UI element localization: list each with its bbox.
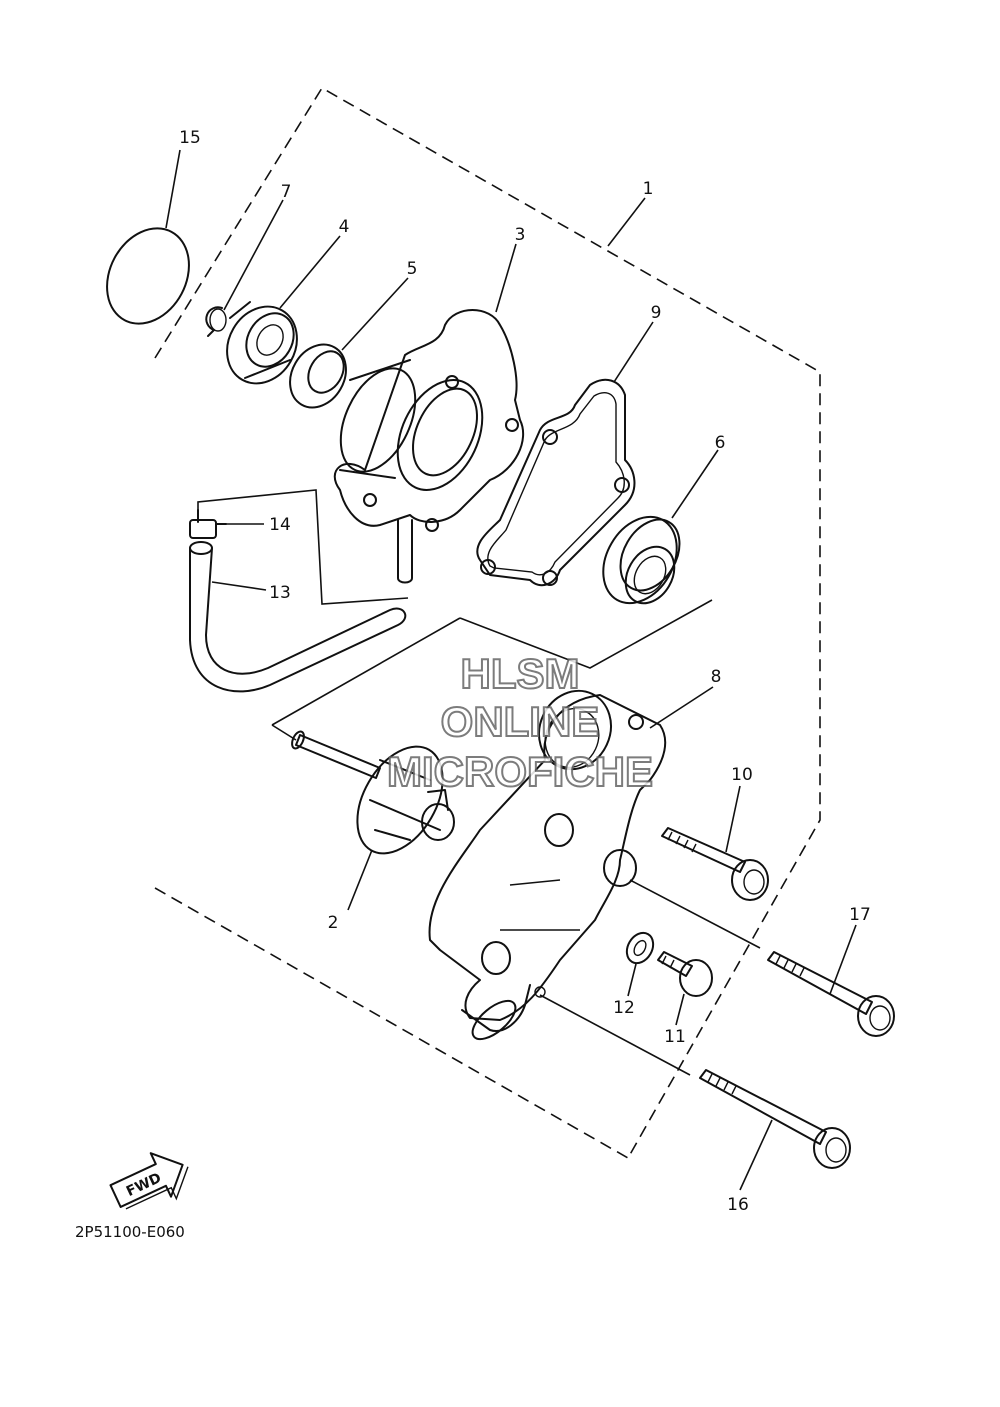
callout-8: 8 <box>711 667 722 687</box>
oil-seal-5 <box>289 343 347 409</box>
watermark-line-2: ONLINE <box>441 698 600 745</box>
bolt-11 <box>657 951 713 997</box>
watermark-line-3: MICROFICHE <box>387 748 653 795</box>
callout-11: 11 <box>664 1027 686 1047</box>
bolt-16 <box>699 1069 851 1169</box>
watermark-line-1: HLSM <box>461 650 580 697</box>
callout-17: 17 <box>849 905 871 925</box>
callout-10: 10 <box>731 765 753 785</box>
gasket-9 <box>476 378 636 587</box>
impeller-shaft-2 <box>291 730 455 855</box>
callout-13: 13 <box>269 583 291 603</box>
callout-leaders <box>165 149 857 1191</box>
callout-3: 3 <box>515 225 526 245</box>
washer-12 <box>625 931 655 965</box>
callout-2: 2 <box>328 913 339 933</box>
callout-4: 4 <box>339 217 350 237</box>
housing-cover-3 <box>333 309 525 584</box>
hose-13 <box>189 541 407 693</box>
callout-9: 9 <box>651 303 662 323</box>
circlip-7 <box>205 306 227 337</box>
clamp-14 <box>189 509 227 539</box>
o-ring-15 <box>106 227 190 325</box>
callout-16: 16 <box>727 1195 749 1215</box>
assembly-boundary <box>154 86 821 1159</box>
callout-12: 12 <box>613 998 635 1018</box>
bolt-17 <box>767 951 895 1037</box>
bearing-6 <box>602 515 681 605</box>
watermark: HLSM ONLINE MICROFICHE <box>386 649 654 796</box>
bolt-10 <box>661 827 769 901</box>
callout-14: 14 <box>269 515 291 535</box>
bearing-4 <box>226 301 298 385</box>
housing-body-8 <box>428 689 667 1041</box>
diagram-code: 2P51100-E060 <box>75 1223 185 1241</box>
callout-1: 1 <box>643 179 654 199</box>
fwd-arrow-icon: FWD <box>109 1152 189 1210</box>
callout-15: 15 <box>179 128 201 148</box>
callout-7: 7 <box>281 182 292 202</box>
alignment-lines <box>197 489 761 1076</box>
callout-5: 5 <box>407 259 418 279</box>
callout-6: 6 <box>715 433 726 453</box>
callout-labels: 1 2 3 4 5 6 7 8 9 10 11 12 13 14 15 16 1… <box>179 128 871 1215</box>
